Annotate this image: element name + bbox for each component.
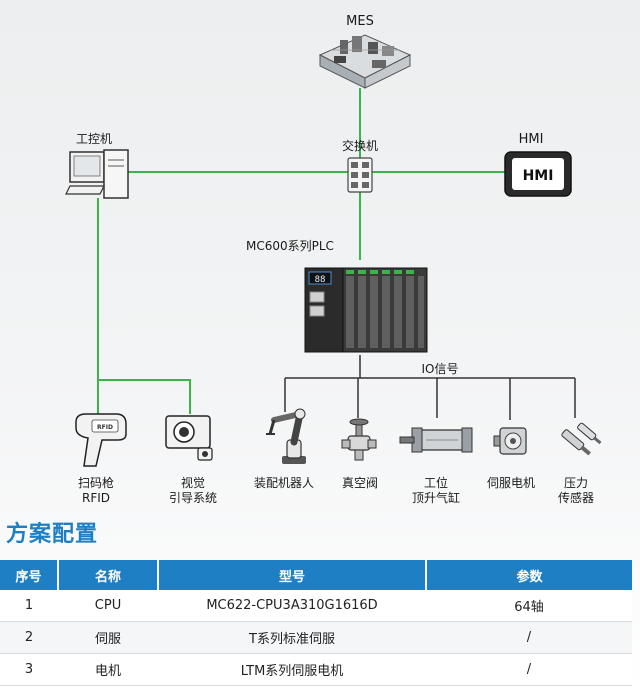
- servo-label: 伺服电机: [486, 476, 535, 490]
- cell-name: 伺服: [58, 621, 158, 654]
- config-table: 序号 名称 型号 参数 1 CPU MC622-CPU3A310G1616D 6…: [0, 560, 632, 686]
- cylinder-icon: [399, 427, 473, 453]
- pressure-sensor-icon: [561, 422, 602, 456]
- switch-icon: [347, 157, 373, 193]
- cylinder-label: 工位 顶升气缸: [411, 476, 460, 505]
- table-row: 1 CPU MC622-CPU3A310G1616D 64轴: [0, 590, 632, 622]
- plc-display: 88: [315, 275, 326, 285]
- table-row: 2 伺服 T系列标准伺服 /: [0, 621, 632, 654]
- ethernet-links: [97, 88, 505, 414]
- valve-label: 真空阀: [341, 476, 378, 490]
- switch-label: 交换机: [341, 139, 378, 153]
- cell-params: /: [426, 653, 632, 686]
- cell-index: 3: [0, 653, 58, 686]
- cell-name: 电机: [58, 653, 158, 686]
- mes-label: MES: [346, 14, 374, 29]
- plc-label: MC600系列PLC: [246, 239, 334, 253]
- cell-model: LTM系列伺服电机: [158, 653, 426, 686]
- sensor-label: 压力 传感器: [557, 476, 594, 505]
- header-name: 名称: [58, 560, 159, 590]
- cell-name: CPU: [58, 590, 158, 622]
- hmi-icon: HMI: [504, 151, 572, 197]
- io-bus: [284, 355, 576, 420]
- scanner-badge: RFID: [97, 424, 113, 431]
- network-diagram: HMI 88: [65, 34, 602, 467]
- io-signal-label: IO信号: [421, 362, 459, 376]
- servo-motor-icon: [493, 427, 527, 455]
- cell-params: 64轴: [426, 590, 632, 622]
- cell-index: 1: [0, 590, 58, 622]
- workstation-icon: [65, 149, 129, 199]
- header-params: 参数: [426, 560, 632, 590]
- cell-index: 2: [0, 621, 58, 654]
- hmi-label: HMI: [518, 132, 544, 147]
- cell-model: MC622-CPU3A310G1616D: [158, 590, 426, 622]
- factory-icon: [318, 34, 412, 89]
- cell-params: /: [426, 621, 632, 654]
- plc-icon: 88: [304, 267, 428, 353]
- barcode-scanner-icon: RFID: [75, 413, 127, 467]
- table-row: 3 电机 LTM系列伺服电机 /: [0, 653, 632, 686]
- robot-label: 装配机器人: [253, 476, 314, 490]
- header-model: 型号: [158, 560, 427, 590]
- header-index: 序号: [0, 560, 59, 590]
- vision-label: 视觉 引导系统: [168, 476, 217, 505]
- workstation-label: 工控机: [75, 132, 112, 146]
- vacuum-valve-icon: [341, 418, 377, 461]
- scanner-label: 扫码枪 RFID: [77, 476, 114, 505]
- hmi-screen-text: HMI: [523, 168, 554, 184]
- table-header-row: 序号 名称 型号 参数: [0, 560, 632, 590]
- vision-camera-icon: [165, 415, 213, 461]
- robot-arm-icon: [266, 408, 306, 464]
- link-workstation-vision: [97, 198, 191, 414]
- cell-model: T系列标准伺服: [158, 621, 426, 654]
- section-title: 方案配置: [6, 522, 99, 547]
